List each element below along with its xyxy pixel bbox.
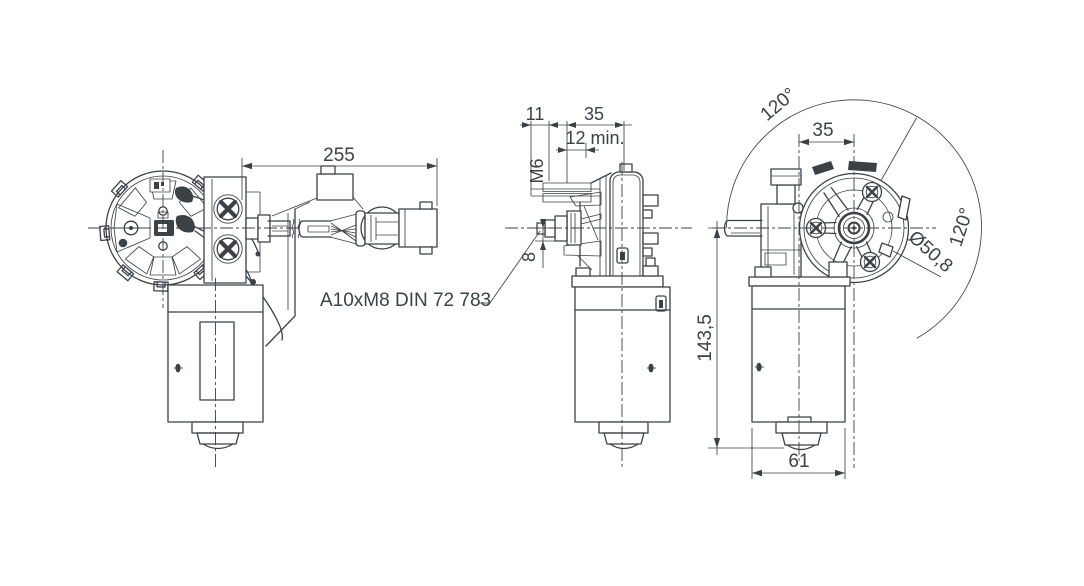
dim-top-row: 11 35 12 min. M6	[520, 104, 632, 196]
connector-body	[364, 212, 400, 245]
motor-body-side	[574, 286, 671, 450]
logo-stamp	[149, 178, 171, 193]
wire-fan	[329, 213, 358, 245]
gearbox-side	[531, 163, 664, 291]
sweep-left-label: 120°	[757, 84, 801, 125]
bearing-column	[723, 168, 804, 278]
dim-8-label: 8	[519, 252, 539, 262]
brush-wire-cluster	[174, 186, 194, 203]
dim-255-label: 255	[323, 145, 355, 166]
bearing-bracket	[203, 165, 364, 347]
dim-8: 8	[519, 219, 557, 268]
dim-height: 143,5	[695, 221, 784, 455]
dim-m6-label: M6	[527, 158, 547, 183]
cover-screw	[861, 181, 883, 203]
dim-1435-label: 143,5	[695, 314, 716, 362]
dim-body-width: 61	[751, 428, 846, 479]
dim-11-label: 11	[526, 104, 545, 124]
dim-35-label: 35	[584, 104, 604, 124]
motor-body-rear	[748, 261, 851, 451]
bearing-screw	[213, 234, 243, 264]
dim-axis-offset: 35	[799, 120, 854, 146]
bearing-screw	[213, 194, 243, 224]
m6-bushing	[542, 193, 592, 203]
label-window	[199, 321, 235, 401]
dim-61-label: 61	[788, 451, 809, 472]
side-view: 11 35 12 min. M6 8 A10xM8 DIN 72 783	[320, 104, 692, 468]
m6-bushing	[542, 182, 592, 192]
rear-view: 120° 120°	[695, 84, 982, 479]
cover-socket-block	[316, 173, 354, 201]
dim-35-rear-label: 35	[812, 120, 833, 141]
shaft-spec-label: A10xM8 DIN 72 783	[320, 290, 491, 311]
sweep-right-label: 120°	[946, 205, 978, 249]
cable-and-connector	[267, 201, 438, 255]
gear-cover-rear	[798, 161, 911, 284]
dim-cable-length: 255	[241, 145, 438, 206]
shaft-spec-callout: A10xM8 DIN 72 783	[320, 230, 541, 311]
front-view: 255	[88, 145, 438, 470]
cover-screw	[859, 251, 881, 273]
dim-12min-label: 12 min.	[565, 128, 624, 148]
